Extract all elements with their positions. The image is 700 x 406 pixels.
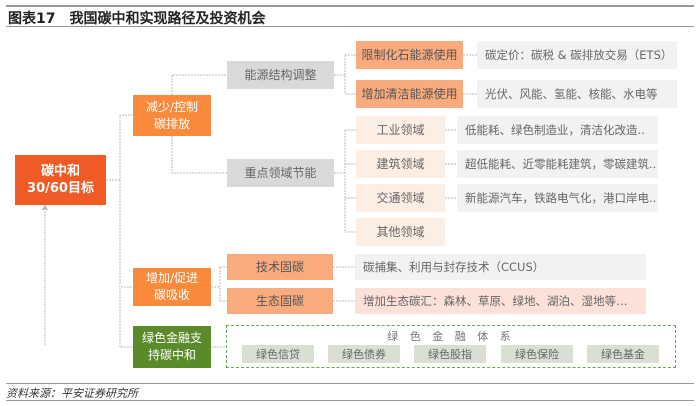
green-index: 绿色股指 xyxy=(414,345,486,363)
green-insurance: 绿色保险 xyxy=(501,345,573,363)
transport-detail: 新能源汽车，铁路电气化，港口岸电.. xyxy=(457,184,658,212)
ccus-detail: 碳捕集、利用与封存技术（CCUS） xyxy=(355,254,646,280)
title-rule xyxy=(6,26,694,27)
green-fund: 绿色基金 xyxy=(587,345,659,363)
top-rule xyxy=(6,5,694,7)
sector-building: 建筑领域 xyxy=(356,150,445,178)
tech-sequestration-box: 技术固碳 xyxy=(227,254,333,280)
building-detail: 超低能耗、近零能耗建筑，零碳建筑.. xyxy=(457,150,658,178)
sector-other: 其他领域 xyxy=(356,218,445,246)
eco-sink-detail: 增加生态碳汇：森林、草原、绿地、湖泊、湿地等… xyxy=(355,288,646,314)
sector-transport: 交通领域 xyxy=(356,184,445,212)
key-sectors-box: 重点领域节能 xyxy=(227,159,334,187)
source-top-rule xyxy=(6,383,694,384)
figure-title: 图表17 我国碳中和实现路径及投资机会 xyxy=(8,11,266,27)
limit-fossil-box: 限制化石能源使用 xyxy=(356,41,463,69)
branch-increase-absorption: 增加/促进碳吸收 xyxy=(133,268,211,306)
green-finance-header: 绿 色 金 融 体 系 xyxy=(387,330,515,343)
branch-reduce-emissions: 减少/控制碳排放 xyxy=(133,95,211,136)
green-bonds: 绿色债券 xyxy=(328,345,400,363)
sector-industry: 工业领域 xyxy=(356,116,445,144)
source-note: 资料来源：平安证券研究所 xyxy=(6,387,138,400)
clean-energy-box: 增加清洁能源使用 xyxy=(356,80,463,108)
industry-detail: 低能耗、绿色制造业，清洁化改造.. xyxy=(457,116,658,144)
bottom-rule xyxy=(6,400,694,401)
branch-green-finance: 绿色金融支持碳中和 xyxy=(133,326,211,368)
eco-sequestration-box: 生态固碳 xyxy=(227,288,333,314)
green-credit: 绿色信贷 xyxy=(242,345,314,363)
green-finance-system: 绿 色 金 融 体 系 绿色信贷 绿色债券 绿色股指 绿色保险 绿色基金 xyxy=(226,325,676,368)
carbon-pricing-detail: 碳定价：碳税 & 碳排放交易（ETS） xyxy=(477,41,677,69)
energy-structure-box: 能源结构调整 xyxy=(227,61,334,89)
root-goal-box: 碳中和 30/60目标 xyxy=(15,155,106,205)
clean-energy-detail: 光伏、风能、氢能、核能、水电等 xyxy=(477,80,677,108)
